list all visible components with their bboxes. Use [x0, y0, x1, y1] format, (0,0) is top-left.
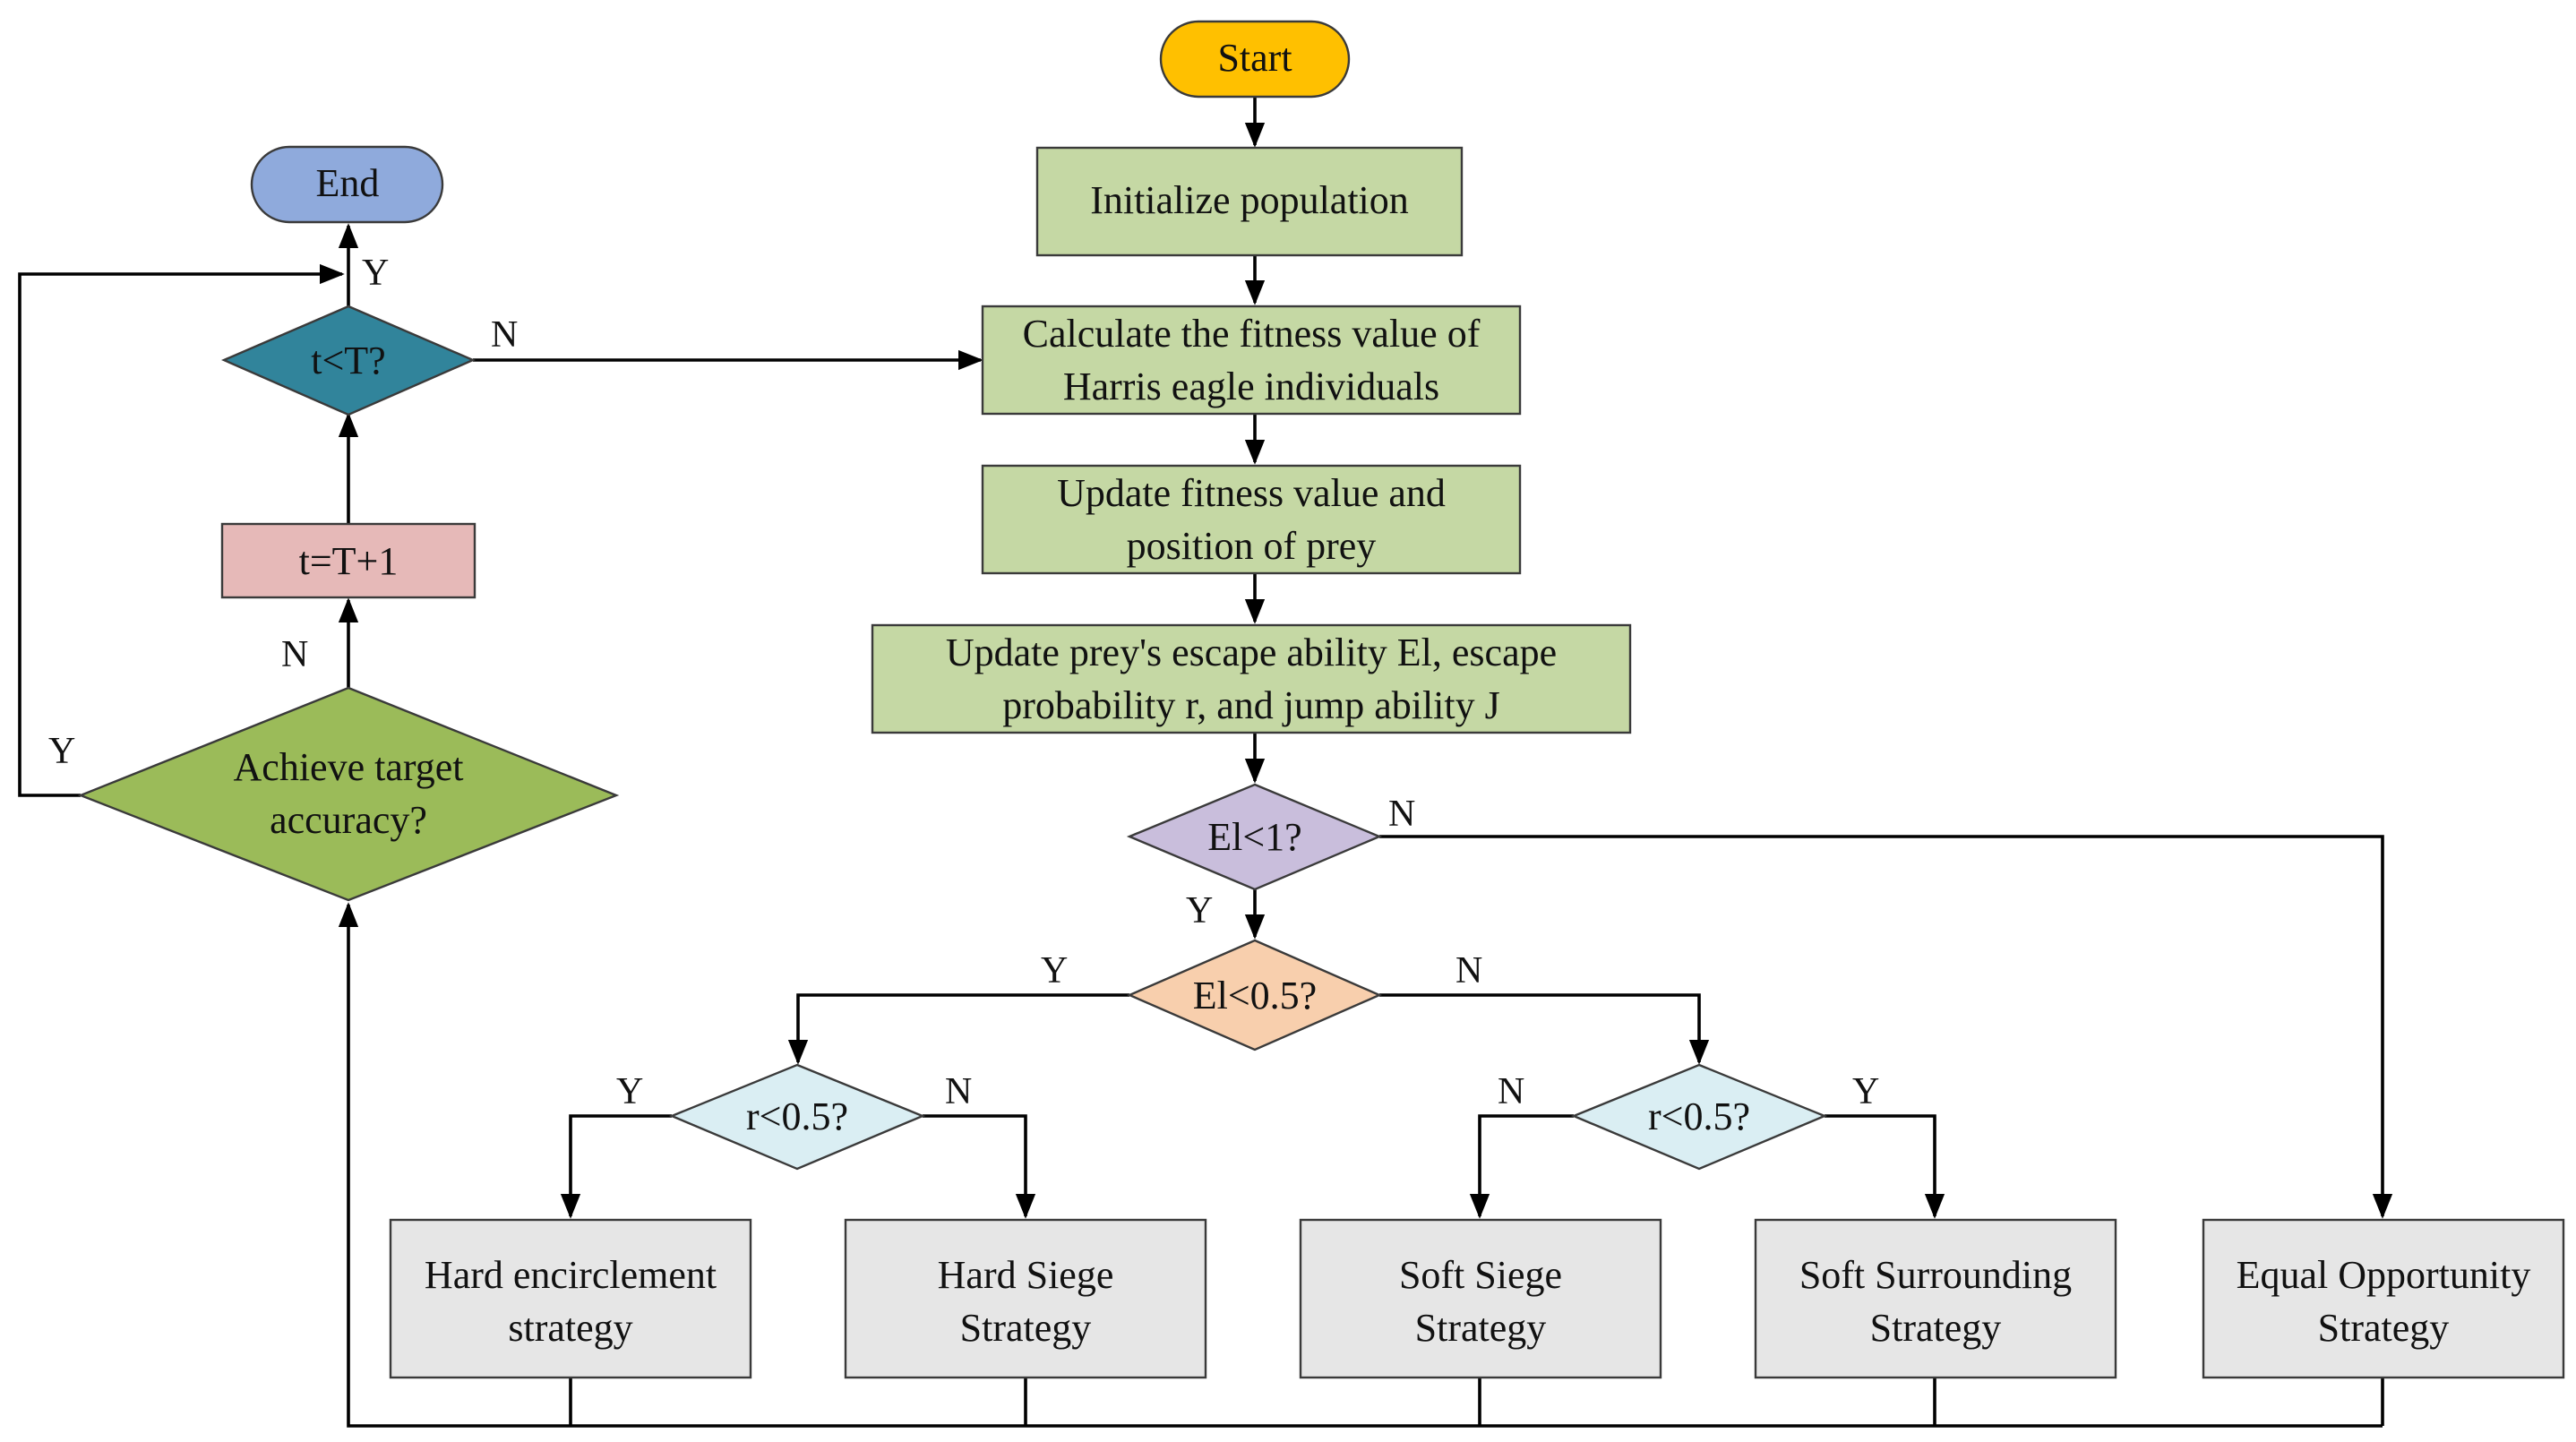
equal-opportunity-shape: [2202, 1218, 2565, 1379]
edge-el05-rL: [787, 993, 1129, 1065]
init-shape: [1035, 146, 1464, 257]
soft-siege-shape: [1299, 1218, 1662, 1379]
hard-siege-label-line1: Hard Siege: [938, 1253, 1114, 1297]
tlt-yes-label: Y: [362, 253, 389, 294]
hard-encirclement-node: Hard encirclement strategy: [389, 1218, 752, 1379]
hard-siege-label-line2: Strategy: [960, 1306, 1092, 1350]
escape-shape: [871, 623, 1632, 734]
accuracy-shape: [77, 686, 620, 902]
rR-shape: [1570, 1063, 1828, 1171]
escape-label-line1: Update prey's escape ability El, escape: [946, 631, 1557, 674]
soft-surrounding-shape: [1754, 1218, 2117, 1379]
tlt-no-label: N: [491, 314, 518, 356]
soft-siege-label-line1: Soft Siege: [1399, 1253, 1562, 1297]
prey-label-line2: position of prey: [1127, 524, 1377, 568]
fitness-label-line1: Calculate the fitness value of: [1023, 312, 1481, 356]
soft-surrounding-label-line1: Soft Surrounding: [1799, 1253, 2072, 1297]
fitness-label-line2: Harris eagle individuals: [1063, 365, 1439, 408]
end-node: End: [250, 145, 444, 224]
edge-rL-hardEnc: [560, 1114, 672, 1219]
soft-siege-node: Soft Siege Strategy: [1299, 1218, 1662, 1379]
fitness-shape: [981, 305, 1522, 416]
accuracy-label-line1: Achieve target: [234, 745, 464, 789]
soft-surrounding-node: Soft Surrounding Strategy: [1754, 1218, 2117, 1379]
start-label: Start: [1217, 36, 1292, 80]
rL-decision: r<0.5?: [668, 1063, 926, 1171]
tlt-label: t<T?: [311, 339, 385, 382]
el1-decision: El<1?: [1126, 783, 1383, 891]
prey-label-line1: Update fitness value and: [1057, 471, 1446, 515]
el05-yes-label: Y: [1041, 950, 1068, 991]
end-label: End: [316, 161, 380, 205]
edge-el05-rR: [1379, 993, 1710, 1065]
edge-accuracy-end-loop: [18, 263, 345, 797]
prey-node: Update fitness value and position of pre…: [981, 464, 1522, 575]
tinc-shape: [220, 522, 477, 599]
accuracy-label-line2: accuracy?: [270, 798, 427, 842]
hard-siege-node: Hard Siege Strategy: [844, 1218, 1207, 1379]
rL-yes-label: Y: [616, 1071, 643, 1112]
tlt-decision: t<T?: [220, 305, 477, 416]
hard-siege-shape: [844, 1218, 1207, 1379]
tinc-node: t=T+1: [220, 522, 477, 599]
edges: [18, 97, 2393, 1428]
equal-opportunity-node: Equal Opportunity Strategy: [2202, 1218, 2565, 1379]
hard-encirclement-label-line1: Hard encirclement: [425, 1253, 717, 1297]
start-shape: [1159, 20, 1351, 99]
hard-encirclement-shape: [389, 1218, 752, 1379]
hard-encirclement-label-line2: strategy: [508, 1306, 632, 1350]
accuracy-decision: Achieve target accuracy?: [77, 686, 620, 902]
acc-no-label: N: [281, 634, 308, 675]
prey-shape: [981, 464, 1522, 575]
el1-no-label: N: [1388, 794, 1415, 835]
rR-decision: r<0.5?: [1570, 1063, 1828, 1171]
soft-surrounding-label-line2: Strategy: [1870, 1306, 2002, 1350]
equal-opportunity-label-line2: Strategy: [2318, 1306, 2450, 1350]
edge-labels: Y N N Y N Y Y N Y N N Y: [48, 253, 1879, 1112]
rL-shape: [668, 1063, 926, 1171]
edge-el1-equal: [1379, 835, 2393, 1219]
tlt-shape: [220, 305, 477, 416]
rR-no-label: N: [1498, 1071, 1524, 1112]
rL-label: r<0.5?: [746, 1094, 848, 1138]
fitness-node: Calculate the fitness value of Harris ea…: [981, 305, 1522, 416]
start-node: Start: [1159, 20, 1351, 99]
equal-opportunity-label-line1: Equal Opportunity: [2237, 1253, 2531, 1297]
el05-shape: [1126, 939, 1382, 1051]
rL-no-label: N: [945, 1071, 972, 1112]
el05-decision: El<0.5?: [1126, 939, 1382, 1051]
el05-label: El<0.5?: [1193, 974, 1317, 1017]
init-node: Initialize population: [1035, 146, 1464, 257]
end-shape: [250, 145, 444, 224]
acc-yes-label: Y: [48, 731, 75, 772]
tinc-label: t=T+1: [299, 539, 399, 583]
edge-rL-hardSiege: [923, 1114, 1036, 1219]
edge-rR-softSurr: [1825, 1114, 1945, 1219]
nodes: Start End Initialize population Calculat…: [77, 20, 2565, 1379]
edge-collector-accuracy: [338, 902, 2383, 1428]
edge-rR-softSiege: [1469, 1114, 1574, 1219]
el1-label: El<1?: [1207, 815, 1301, 859]
el1-shape: [1126, 783, 1383, 891]
rR-yes-label: Y: [1852, 1071, 1879, 1112]
escape-node: Update prey's escape ability El, escape …: [871, 623, 1632, 734]
escape-label-line2: probability r, and jump ability J: [1002, 683, 1500, 727]
el05-no-label: N: [1455, 950, 1482, 991]
rR-label: r<0.5?: [1648, 1094, 1750, 1138]
soft-siege-label-line2: Strategy: [1415, 1306, 1547, 1350]
el1-yes-label: Y: [1186, 890, 1213, 931]
init-label: Initialize population: [1090, 178, 1409, 222]
